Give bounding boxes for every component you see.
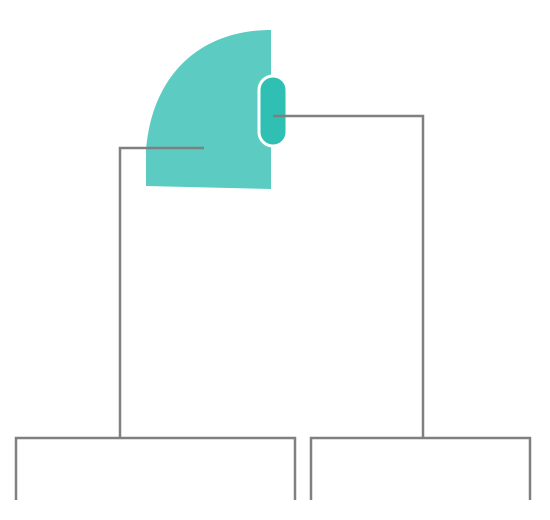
body-connector-line <box>118 146 204 438</box>
mouse-body <box>146 30 271 189</box>
body-callout-box <box>14 436 297 500</box>
wheel-callout-box <box>309 436 532 500</box>
wheel-connector-line <box>273 114 425 438</box>
scroll-wheel <box>257 74 289 148</box>
